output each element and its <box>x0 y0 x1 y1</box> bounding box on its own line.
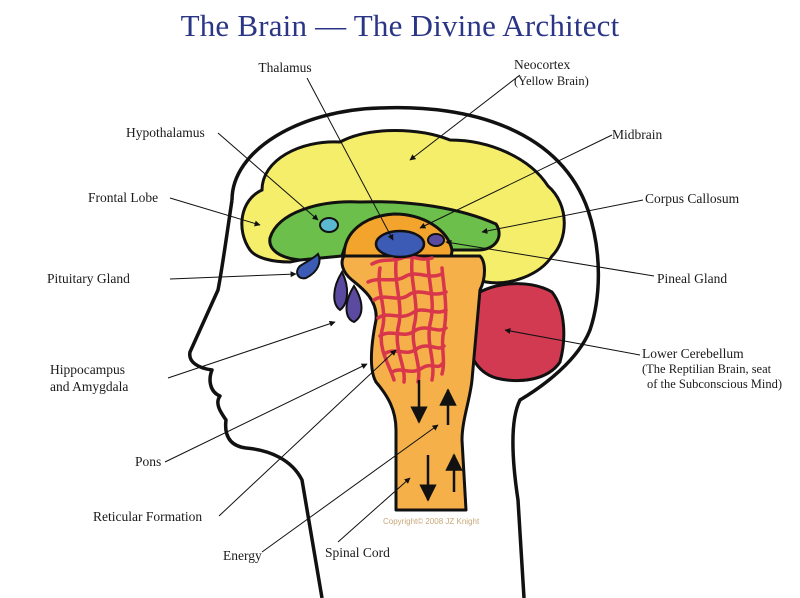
label-hypothalamus: Hypothalamus <box>126 125 205 140</box>
head-outline <box>230 105 601 598</box>
label-thalamus: Thalamus <box>258 60 312 75</box>
corpus-callosum-region <box>268 200 501 262</box>
hippocampus-drop <box>333 269 348 312</box>
label-pons: Pons <box>135 454 162 469</box>
label-amygdala: and Amygdala <box>50 379 129 394</box>
label-lower-cerebellum-sub1: (The Reptilian Brain, seat <box>642 362 772 376</box>
label-frontal-lobe: Frontal Lobe <box>88 190 159 205</box>
thalamus-region <box>374 229 426 259</box>
pineal-gland-region <box>427 233 445 247</box>
label-pineal-gland: Pineal Gland <box>657 271 728 286</box>
label-lower-cerebellum-sub2: of the Subconscious Mind) <box>647 377 783 391</box>
label-energy: Energy <box>223 548 262 563</box>
hypothalamus-region <box>319 217 339 233</box>
label-reticular-formation: Reticular Formation <box>93 509 203 524</box>
diagram-title: The Brain — The Divine Architect <box>180 8 620 43</box>
leader-lines <box>164 74 655 553</box>
label-spinal-cord: Spinal Cord <box>325 545 390 560</box>
copyright-notice: Copyright© 2008 JZ Knight <box>383 517 480 526</box>
label-lower-cerebellum: Lower Cerebellum <box>642 346 744 361</box>
label-neocortex: Neocortex <box>514 57 571 72</box>
amygdala-drop <box>345 284 363 324</box>
reticular-formation-net <box>366 255 448 384</box>
label-pituitary-gland: Pituitary Gland <box>47 271 130 286</box>
label-neocortex-sub: (Yellow Brain) <box>514 74 589 88</box>
label-hippocampus: Hippocampus <box>50 362 125 377</box>
face-outline <box>188 199 324 598</box>
label-midbrain: Midbrain <box>612 127 663 142</box>
label-corpus-callosum: Corpus Callosum <box>645 191 740 206</box>
pituitary-gland-region <box>296 252 321 280</box>
